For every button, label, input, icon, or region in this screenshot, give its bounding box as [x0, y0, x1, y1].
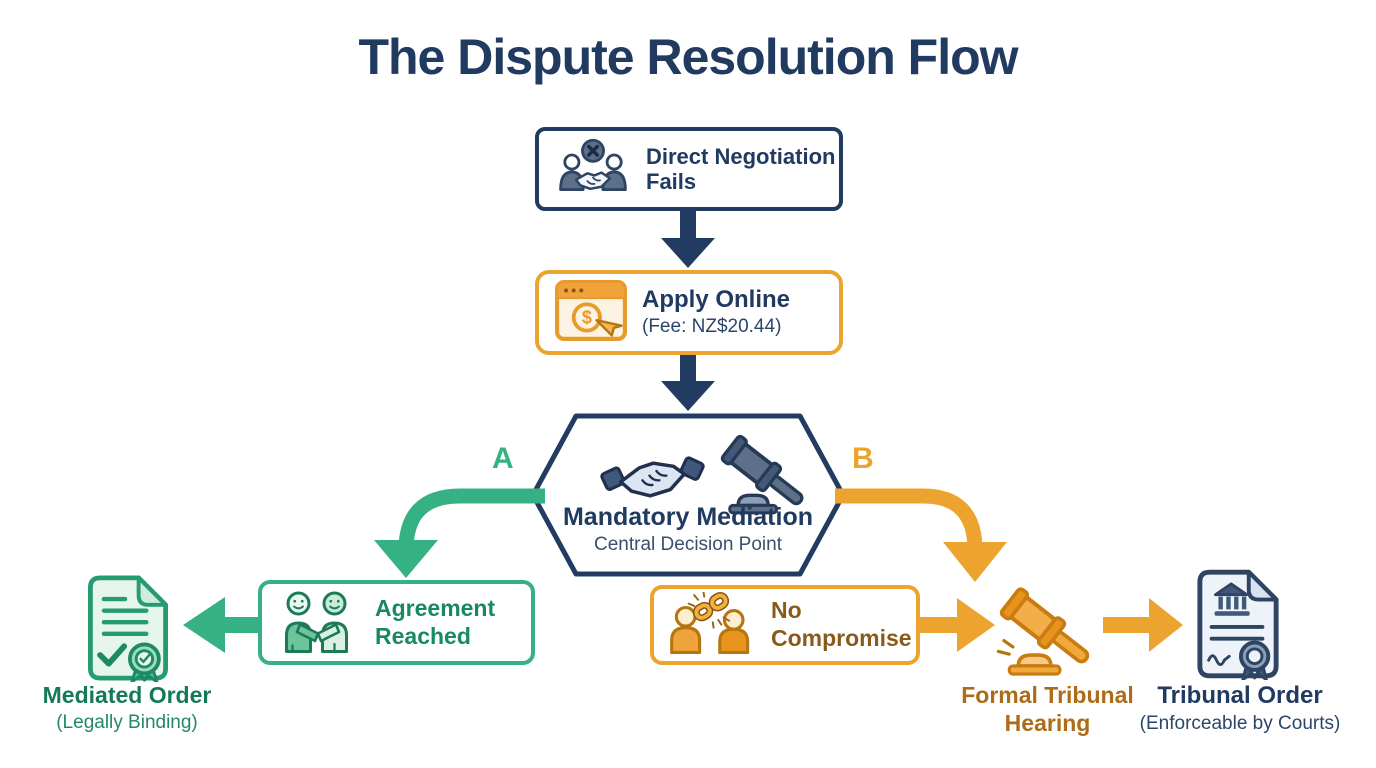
node-agreement-reached: Agreement Reached: [258, 580, 535, 665]
node-apply-online: $ Apply Online (Fee: NZ$20.44): [535, 270, 843, 355]
online-application-icon: $: [555, 279, 627, 346]
node2-title: Apply Online: [642, 286, 791, 314]
broken-chain-icon: [668, 590, 756, 659]
arrow-right-orange-1: [918, 598, 996, 658]
branch-b-connector: [835, 480, 1015, 590]
decision-subtitle: Central Decision Point: [594, 534, 782, 555]
tribunal-hearing-label: Formal Tribunal Hearing: [945, 682, 1150, 737]
page-title: The Dispute Resolution Flow: [358, 29, 1018, 85]
node1-label-line1: Direct Negotiation: [646, 143, 836, 169]
gavel-icon: [718, 430, 810, 523]
mediated-order-title: Mediated Order: [42, 682, 212, 708]
mediated-order-subtitle: (Legally Binding): [56, 712, 198, 733]
agreement-line2: Reached: [375, 622, 471, 649]
certified-document-icon: [84, 574, 172, 687]
hearing-line1: Formal Tribunal: [961, 682, 1134, 708]
tribunal-gavel-icon: [993, 582, 1097, 687]
court-document-icon: [1194, 568, 1282, 685]
tribunal-order-label: Tribunal Order (Enforceable by Courts): [1125, 682, 1355, 735]
node1-label-line2: Fails: [646, 169, 697, 194]
people-agreement-icon: [276, 587, 360, 658]
mediated-order-label: Mediated Order (Legally Binding): [15, 682, 239, 734]
tribunal-order-title: Tribunal Order: [1157, 682, 1323, 709]
hearing-line2: Hearing: [1004, 709, 1091, 736]
branch-a-label: A: [492, 442, 514, 475]
arrow-down-1: [660, 210, 716, 275]
arrow-left-green: [183, 597, 260, 658]
branch-b-label: B: [852, 442, 874, 475]
dollar-glyph: $: [582, 307, 592, 327]
agreement-line1: Agreement: [375, 594, 496, 621]
decision-title: Mandatory Mediation: [562, 503, 813, 531]
branch-a-connector: [360, 480, 545, 585]
failed-negotiation-icon: [555, 136, 631, 203]
node-direct-negotiation-fails: Direct Negotiation Fails: [535, 127, 843, 211]
arrow-right-orange-2: [1103, 598, 1183, 658]
no-compromise-line1: No: [771, 597, 802, 624]
handshake-icon: [600, 443, 705, 514]
node-no-compromise: No Compromise: [650, 585, 920, 665]
tribunal-order-subtitle: (Enforceable by Courts): [1139, 713, 1341, 734]
node2-subtitle: (Fee: NZ$20.44): [642, 316, 782, 338]
arrow-down-2: [660, 355, 716, 418]
no-compromise-line2: Compromise: [771, 625, 912, 651]
